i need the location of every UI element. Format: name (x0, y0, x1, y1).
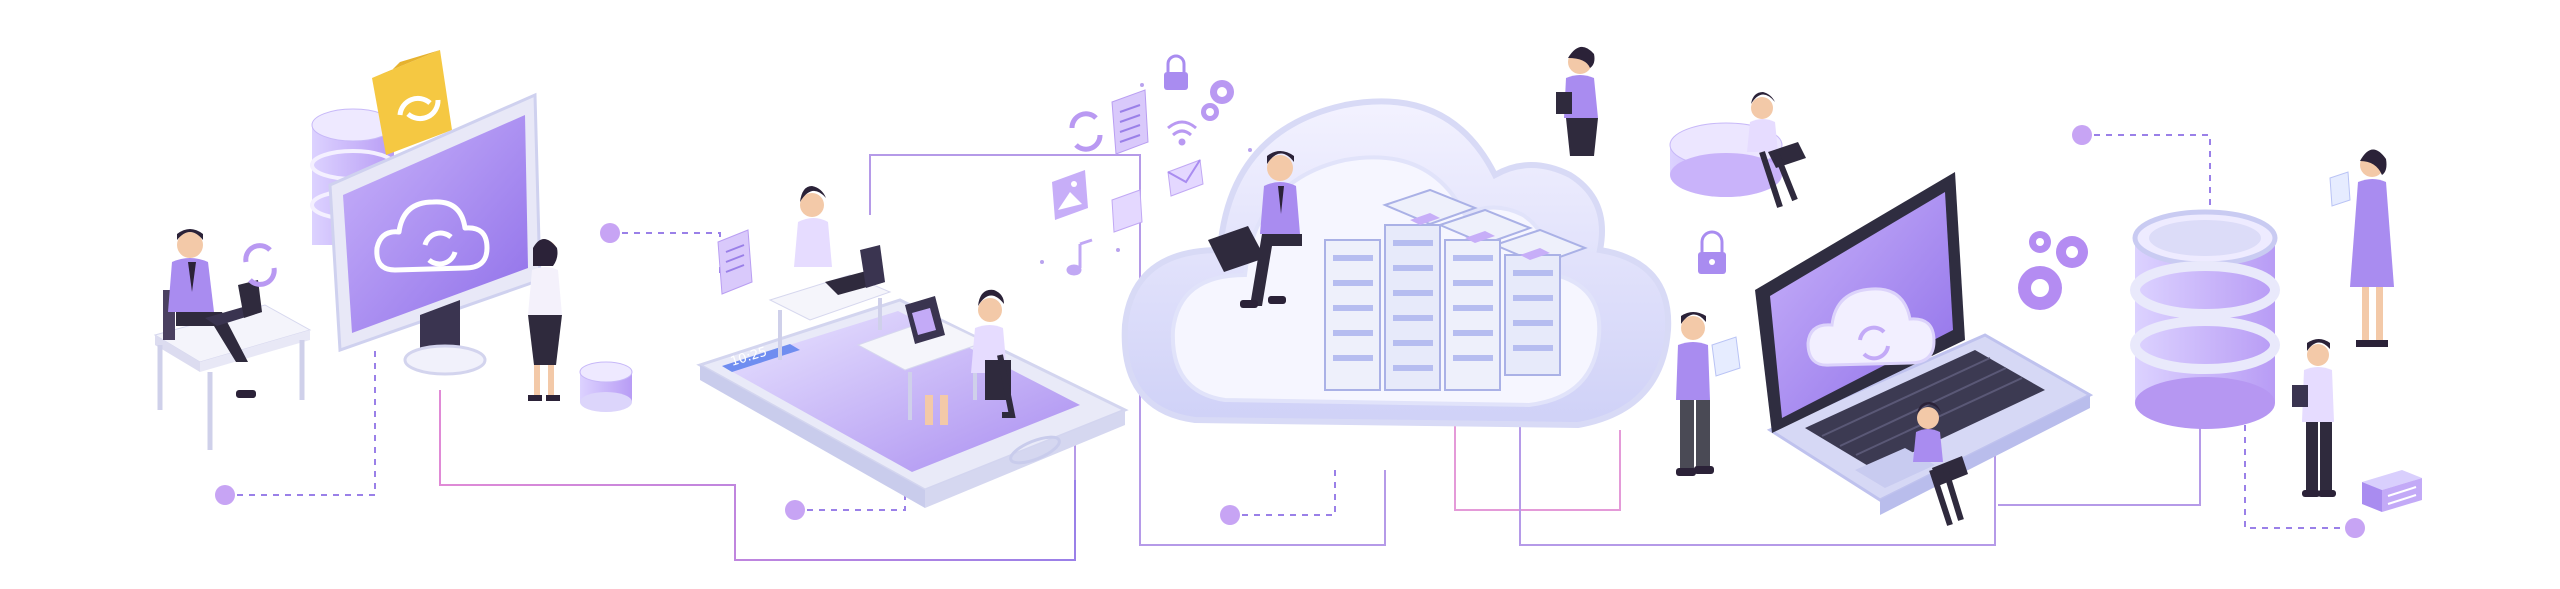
database-icon (2130, 209, 2280, 429)
dashed-connector (610, 232, 721, 275)
document-icon (1111, 89, 1149, 155)
database-group (2130, 149, 2422, 512)
cloud-sync-icon (374, 199, 490, 273)
connector-line (1454, 380, 1621, 511)
monitor-screen (343, 115, 528, 333)
man-with-laptop (1208, 151, 1302, 308)
wifi-icon (1167, 120, 1197, 146)
connector-line (1519, 380, 1996, 546)
connector-line (439, 390, 1076, 561)
server-rack-icon (1324, 188, 1588, 391)
floating-icons (1040, 54, 1252, 276)
connector-dot (600, 223, 620, 243)
connector-dot (1220, 505, 1240, 525)
gear-icon (1201, 80, 1234, 121)
connector-dot (785, 500, 805, 520)
image-icon (1052, 170, 1088, 220)
lock-icon (1698, 230, 1726, 274)
server-rack-icon (2362, 470, 2422, 512)
mail-icon (1167, 159, 1204, 197)
lock-icon (1164, 54, 1188, 90)
phone-group: 10:25 (696, 186, 1129, 508)
monitor-group (310, 50, 633, 412)
woman-with-tablet (1556, 46, 1598, 156)
connector-dot (2345, 518, 2365, 538)
desk-worker-group (153, 229, 312, 450)
dashed-connector (2244, 425, 2355, 529)
connection-lines (215, 125, 2365, 561)
dashed-connector (1230, 465, 1336, 516)
card-icon (1111, 189, 1143, 233)
dashed-connector (225, 345, 376, 496)
connector-dot (2072, 125, 2092, 145)
dashed-connector (2082, 134, 2211, 205)
woman-with-laptop (1913, 402, 1968, 526)
woman-with-tablet (2329, 149, 2394, 347)
gear-icon (2018, 231, 2088, 310)
connector-dot (215, 485, 235, 505)
document-icon (717, 229, 753, 295)
man-with-tablet (2292, 339, 2336, 497)
folder-sync-icon (372, 50, 452, 155)
connector-line (1998, 410, 2201, 506)
music-note-icon (1066, 238, 1093, 276)
sync-arrows-icon (243, 243, 277, 287)
sync-arrows-icon (1069, 111, 1103, 152)
laptop-group (1669, 92, 2094, 526)
phone-screen (722, 311, 1080, 472)
man-with-tablet (1676, 312, 1741, 476)
database-icon (579, 361, 633, 412)
cloud-server-group (1121, 46, 1672, 429)
cloud-sync-icon (1806, 287, 1936, 367)
woman-standing (528, 239, 562, 401)
